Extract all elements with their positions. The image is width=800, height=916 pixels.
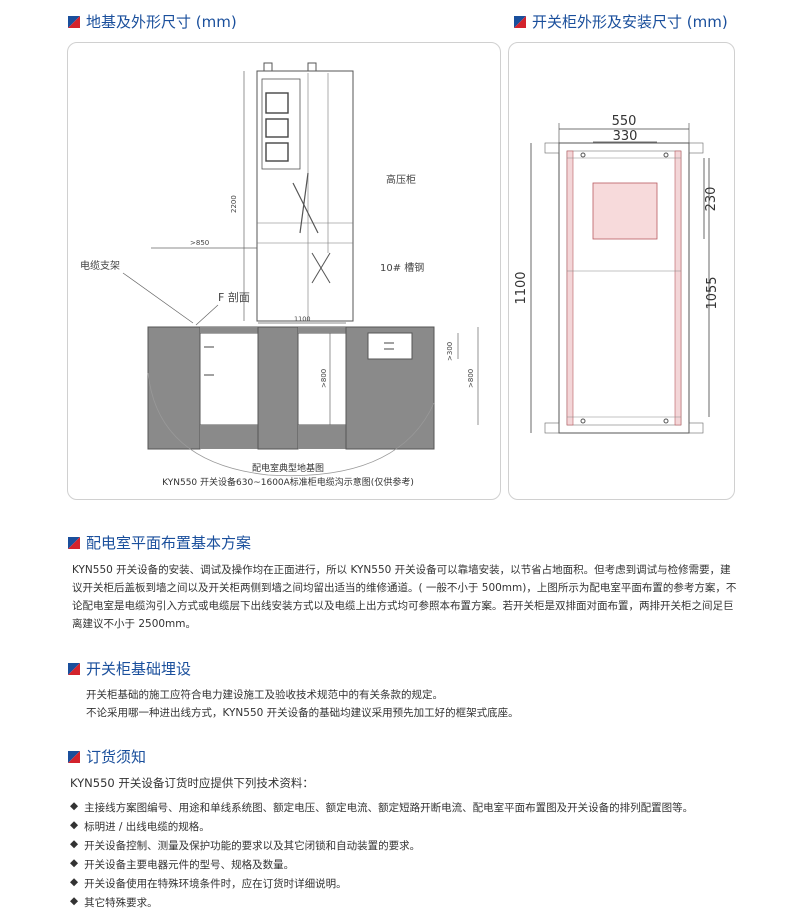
base-title-text: 开关柜基础埋设 (86, 660, 192, 678)
dim-850: >850 (190, 239, 209, 247)
label-hv-cabinet: 高压柜 (386, 173, 416, 186)
dim-330: 330 (613, 129, 638, 144)
base-line-1: 开关柜基础的施工应符合电力建设施工及验收技术规范中的有关条款的规定。 (86, 689, 443, 701)
mounting-opening (592, 182, 658, 240)
trench-wall-left (147, 326, 201, 450)
order-section-title: 订货须知 (68, 746, 146, 767)
cabinet-dimension-diagram: 550 330 230 1100 1055 (514, 114, 720, 434)
trench-wall-middle (257, 326, 299, 450)
bullet-diamond-icon: ◆ (70, 857, 79, 869)
dim-800-b: >800 (467, 369, 475, 388)
order-title-text: 订货须知 (86, 748, 147, 766)
dim-2200: 2200 (230, 195, 238, 213)
cabinet-title-text: 开关柜外形及安装尺寸 (mm) (532, 13, 728, 31)
label-cable-bracket: 电缆支架 (80, 259, 120, 272)
dim-230: 230 (704, 187, 719, 212)
cabinet-diagram-panel: 550 330 230 1100 1055 (508, 42, 735, 500)
foundation-diagram-panel: 2200 >850 高压柜 10# 槽钢 电缆支架 F 剖面 1100 >800 (67, 42, 501, 500)
foundation-diagram: 2200 >850 高压柜 10# 槽钢 电缆支架 F 剖面 1100 >800 (80, 62, 479, 488)
layout-section-title: 配电室平面布置基本方案 (68, 532, 251, 553)
label-section-f: F 剖面 (218, 290, 250, 304)
bullet-diamond-icon: ◆ (70, 876, 79, 888)
right-rail (674, 150, 682, 426)
section-marker-icon (68, 750, 80, 763)
dim-800-a: >800 (320, 369, 328, 388)
dim-300: >300 (446, 342, 454, 361)
order-item: ◆开关设备控制、测量及保护功能的要求以及其它闭锁和自动装置的要求。 (70, 838, 421, 852)
order-item: ◆开关设备使用在特殊环境条件时，应在订货时详细说明。 (70, 876, 347, 890)
section-marker-icon (68, 15, 80, 28)
dim-1055: 1055 (705, 276, 720, 309)
dim-1100-left: 1100 (294, 315, 311, 323)
trench-cavity-right (367, 332, 413, 360)
bullet-diamond-icon: ◆ (70, 819, 79, 831)
breaker-unit-3 (265, 142, 289, 162)
breaker-unit-1 (265, 92, 289, 114)
caption-cable-trench: KYN550 开关设备630~1600A标准柜电缆沟示意图(仅供参考) (162, 476, 414, 488)
bullet-diamond-icon: ◆ (70, 895, 79, 907)
base-line-2: 不论采用哪一种进出线方式，KYN550 开关设备的基础均建议采用预先加工好的框架… (86, 707, 519, 719)
foundation-title-text: 地基及外形尺寸 (mm) (86, 13, 237, 31)
left-rail (566, 150, 574, 426)
dim-550: 550 (612, 114, 637, 129)
order-item: ◆标明进 / 出线电缆的规格。 (70, 819, 210, 833)
bullet-diamond-icon: ◆ (70, 838, 79, 850)
order-item: ◆其它特殊要求。 (70, 895, 158, 909)
layout-title-text: 配电室平面布置基本方案 (86, 534, 252, 552)
section-marker-icon (68, 536, 80, 549)
caption-typical-foundation: 配电室典型地基图 (252, 462, 324, 474)
cabinet-section-title: 开关柜外形及安装尺寸 (mm) (514, 11, 728, 32)
cabinet-frame (558, 142, 690, 434)
foundation-section-title: 地基及外形尺寸 (mm) (68, 11, 237, 32)
dim-1100-right: 1100 (514, 271, 529, 304)
order-item: ◆开关设备主要电器元件的型号、规格及数量。 (70, 857, 295, 871)
base-section-title: 开关柜基础埋设 (68, 658, 191, 679)
breaker-unit-2 (265, 118, 289, 138)
bullet-diamond-icon: ◆ (70, 800, 79, 812)
section-marker-icon (514, 15, 526, 28)
section-marker-icon (68, 662, 80, 675)
label-steel-channel: 10# 槽钢 (380, 261, 424, 274)
order-intro: KYN550 开关设备订货时应提供下列技术资料： (70, 776, 314, 790)
order-item: ◆主接线方案图编号、用途和单线系统图、额定电压、额定电流、额定短路开断电流、配电… (70, 800, 694, 814)
ground-arc (147, 372, 435, 477)
layout-paragraph: KYN550 开关设备的安装、调试及操作均在正面进行，所以 KYN550 开关设… (72, 564, 737, 630)
